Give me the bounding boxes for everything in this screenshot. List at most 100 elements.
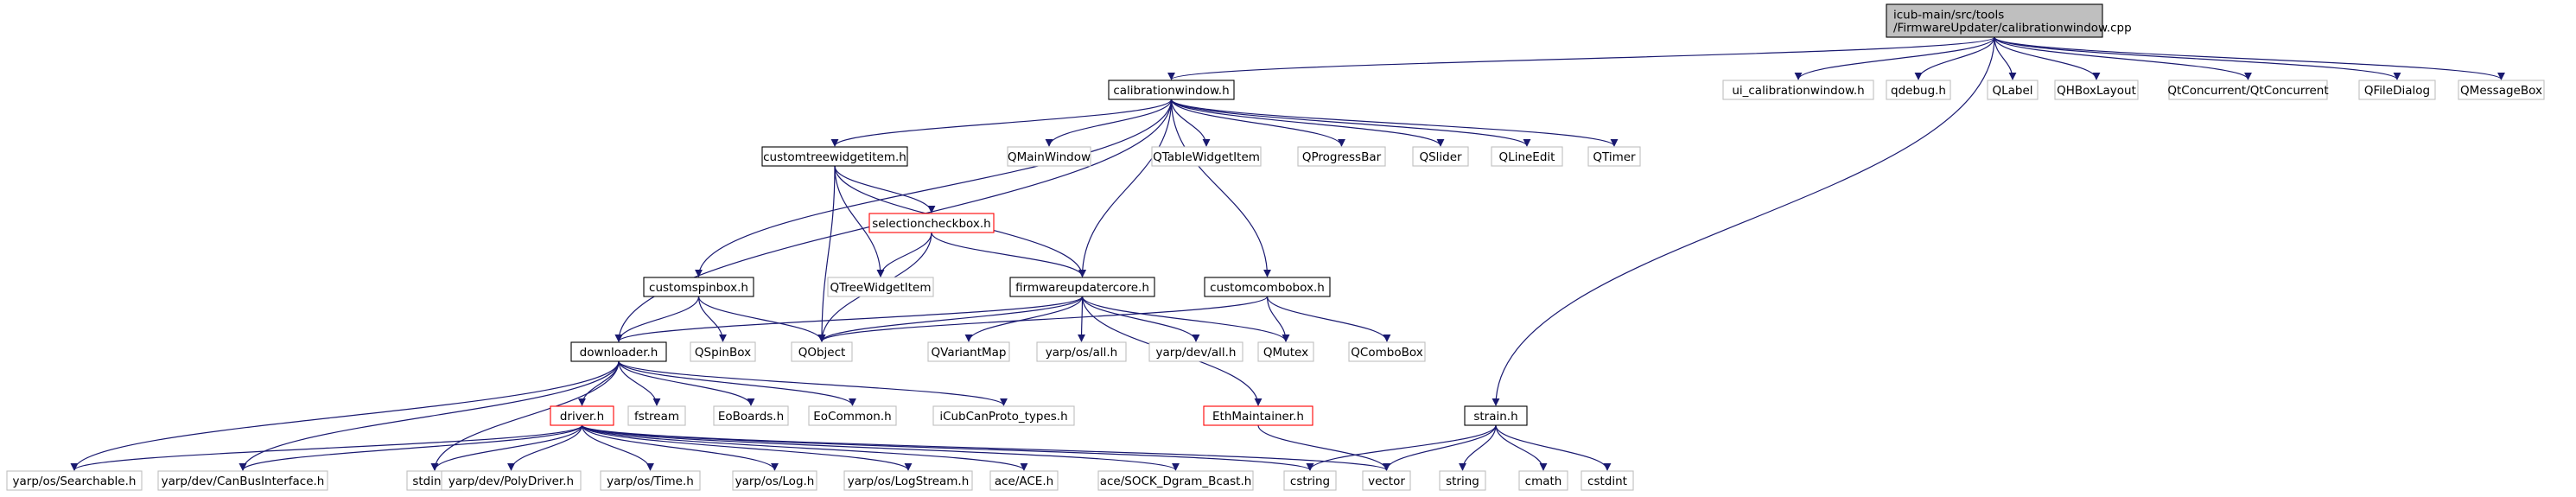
node-qmessagebox[interactable]: QMessageBox bbox=[2458, 80, 2545, 100]
node-qlabel[interactable]: QLabel bbox=[1987, 80, 2039, 100]
node-ui-calibrationwindow-h[interactable]: ui_calibrationwindow.h bbox=[1722, 80, 1874, 100]
edge-root-to-qtconcurrent bbox=[1994, 36, 2252, 80]
edge-downloader-h-to-driver-h bbox=[578, 360, 620, 406]
node-qtreewidgetitem[interactable]: QTreeWidgetItem bbox=[827, 277, 934, 297]
node-root[interactable]: icub-main/src/tools/FirmwareUpdater/cali… bbox=[1886, 3, 2132, 38]
node-eoboards-h[interactable]: EoBoards.h bbox=[713, 405, 789, 426]
node-label: QFileDialog bbox=[2364, 84, 2430, 98]
node-qtablewidgetitem[interactable]: QTableWidgetItem bbox=[1151, 146, 1262, 167]
node-yarp-dev-all-h[interactable]: yarp/dev/all.h bbox=[1148, 341, 1243, 362]
edge-calibrationwindow-h-to-customspinbox-h bbox=[695, 99, 1173, 277]
node-ace-h[interactable]: ace/ACE.h bbox=[989, 470, 1059, 491]
node-box bbox=[2168, 80, 2328, 100]
edge-calibrationwindow-h-to-customtreewidgetitem-h bbox=[830, 99, 1173, 147]
node-box bbox=[157, 470, 328, 491]
node-downloader-h[interactable]: downloader.h bbox=[570, 341, 667, 362]
node-label: qdebug.h bbox=[1891, 84, 1946, 98]
node-box bbox=[827, 277, 934, 297]
node-customcombobox-h[interactable]: customcombobox.h bbox=[1204, 277, 1331, 297]
node-qtimer[interactable]: QTimer bbox=[1587, 146, 1641, 167]
node-qmutex[interactable]: QMutex bbox=[1257, 341, 1314, 362]
node-qfiledialog[interactable]: QFileDialog bbox=[2358, 80, 2436, 100]
node-label: string bbox=[1446, 475, 1479, 488]
node-sock-dgram-bcast-h[interactable]: ace/SOCK_Dgram_Bcast.h bbox=[1097, 470, 1254, 491]
node-qobject[interactable]: QObject bbox=[791, 341, 853, 362]
edge-firmwareupdatercore-h-to-qmutex bbox=[1081, 296, 1290, 342]
node-box bbox=[1587, 146, 1641, 167]
edge-calibrationwindow-h-to-qprogressbar bbox=[1170, 99, 1345, 147]
node-driver-h[interactable]: driver.h bbox=[550, 405, 614, 426]
node-qtconcurrent[interactable]: QtConcurrent/QtConcurrent bbox=[2167, 80, 2329, 100]
node-log-h[interactable]: yarp/os/Log.h bbox=[732, 470, 817, 491]
edge-driver-h-to-time-h bbox=[581, 424, 654, 471]
node-string[interactable]: string bbox=[1439, 470, 1486, 491]
node-qprogressbar[interactable]: QProgressBar bbox=[1297, 146, 1386, 167]
node-customspinbox-h[interactable]: customspinbox.h bbox=[643, 277, 754, 297]
node-ethmaintainer-h[interactable]: EthMaintainer.h bbox=[1203, 405, 1313, 426]
node-label: customspinbox.h bbox=[649, 281, 748, 295]
node-yarp-os-searchable-h[interactable]: yarp/os/Searchable.h bbox=[6, 470, 143, 491]
edge-selectioncheckbox-h-to-qtreewidgetitem bbox=[876, 232, 932, 277]
file-nodes: icub-main/src/tools/FirmwareUpdater/cali… bbox=[6, 3, 2545, 491]
node-label: QProgressBar bbox=[1302, 150, 1382, 164]
node-qslider[interactable]: QSlider bbox=[1412, 146, 1469, 167]
edge-firmwareupdatercore-h-to-yarp-dev-all-h bbox=[1081, 296, 1200, 342]
node-strain-h[interactable]: strain.h bbox=[1464, 405, 1528, 426]
edge-driver-h-to-vector bbox=[581, 424, 1390, 471]
node-selectioncheckbox-h[interactable]: selectioncheckbox.h bbox=[868, 213, 995, 233]
edge-strain-h-to-string bbox=[1459, 424, 1497, 471]
node-box bbox=[1439, 470, 1486, 491]
node-label: QTimer bbox=[1593, 150, 1636, 164]
node-icubcanproto-types-h[interactable]: iCubCanProto_types.h bbox=[932, 405, 1075, 426]
node-canbusinterface-h[interactable]: yarp/dev/CanBusInterface.h bbox=[157, 470, 328, 491]
edge-firmwareupdatercore-h-to-qvariantmap bbox=[964, 296, 1084, 342]
node-box bbox=[441, 470, 582, 491]
node-label: QMainWindow bbox=[1008, 150, 1091, 164]
node-yarp-os-all-h[interactable]: yarp/os/all.h bbox=[1036, 341, 1127, 362]
node-logstream-h[interactable]: yarp/os/LogStream.h bbox=[843, 470, 973, 491]
node-label: vector bbox=[1368, 475, 1405, 488]
node-qspinbox[interactable]: QSpinBox bbox=[690, 341, 756, 362]
edge-downloader-h-to-eoboards-h bbox=[618, 360, 755, 406]
node-label: yarp/os/Time.h bbox=[607, 475, 694, 488]
node-label: cstdint bbox=[1587, 475, 1627, 488]
node-vector[interactable]: vector bbox=[1362, 470, 1411, 491]
node-cmath[interactable]: cmath bbox=[1518, 470, 1568, 491]
node-firmwareupdatercore-h[interactable]: firmwareupdatercore.h bbox=[1009, 277, 1155, 297]
node-box bbox=[1464, 405, 1528, 426]
edge-calibrationwindow-h-to-customcombobox-h bbox=[1170, 99, 1271, 277]
node-eocommon-h[interactable]: EoCommon.h bbox=[808, 405, 897, 426]
edge-strain-h-to-cstdint bbox=[1495, 424, 1612, 471]
node-polydriver-h[interactable]: yarp/dev/PolyDriver.h bbox=[441, 470, 582, 491]
node-fstream[interactable]: fstream bbox=[627, 405, 686, 426]
edge-root-to-ui-calibrationwindow-h bbox=[1794, 36, 1995, 80]
node-box bbox=[1009, 277, 1155, 297]
node-label: QHBoxLayout bbox=[2057, 84, 2136, 98]
node-qdebug-h[interactable]: qdebug.h bbox=[1886, 80, 1951, 100]
node-time-h[interactable]: yarp/os/Time.h bbox=[600, 470, 701, 491]
edge-calibrationwindow-h-to-qtablewidgetitem bbox=[1170, 99, 1211, 147]
node-box bbox=[627, 405, 686, 426]
node-qhboxlayout[interactable]: QHBoxLayout bbox=[2054, 80, 2139, 100]
node-cstdint[interactable]: cstdint bbox=[1581, 470, 1634, 491]
edge-driver-h-to-stdint-h bbox=[430, 424, 583, 471]
node-label: yarp/dev/CanBusInterface.h bbox=[162, 475, 325, 488]
node-qcombobox[interactable]: QComboBox bbox=[1348, 341, 1426, 362]
node-label: QTreeWidgetItem bbox=[830, 281, 931, 295]
node-customtreewidgetitem-h[interactable]: customtreewidgetitem.h bbox=[761, 146, 908, 167]
node-qvariantmap[interactable]: QVariantMap bbox=[927, 341, 1010, 362]
node-qmainwindow[interactable]: QMainWindow bbox=[1007, 146, 1091, 167]
node-calibrationwindow-h[interactable]: calibrationwindow.h bbox=[1108, 80, 1235, 100]
node-label: QObject bbox=[798, 346, 846, 360]
node-box bbox=[732, 470, 817, 491]
node-label: ace/SOCK_Dgram_Bcast.h bbox=[1100, 475, 1252, 488]
node-cstring[interactable]: cstring bbox=[1283, 470, 1337, 491]
edge-selectioncheckbox-h-to-firmwareupdatercore-h bbox=[931, 232, 1086, 277]
edge-customcombobox-h-to-qmutex bbox=[1266, 296, 1290, 342]
node-label: QTableWidgetItem bbox=[1153, 150, 1260, 164]
node-box bbox=[927, 341, 1010, 362]
node-qlineedit[interactable]: QLineEdit bbox=[1491, 146, 1563, 167]
edge-driver-h-to-polydriver-h bbox=[507, 424, 583, 471]
edge-strain-h-to-cmath bbox=[1495, 424, 1548, 471]
node-box bbox=[1283, 470, 1337, 491]
